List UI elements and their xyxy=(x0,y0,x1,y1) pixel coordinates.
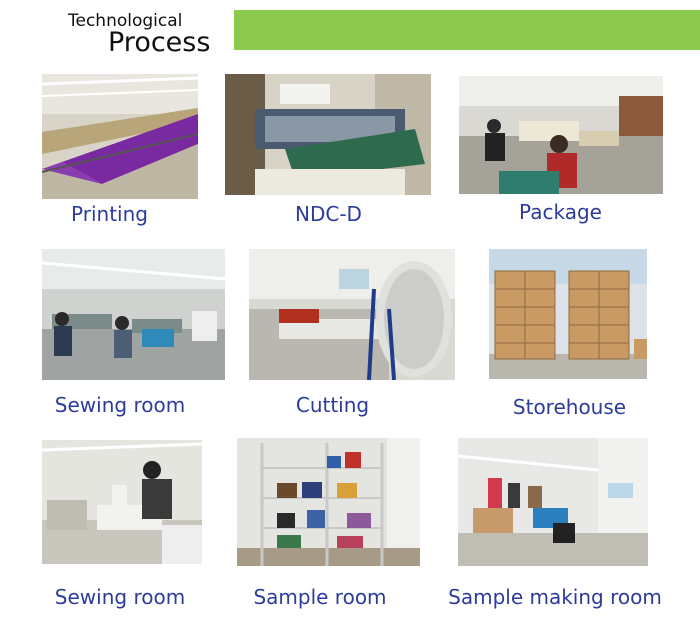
caption-sewing-room-2: Sewing room xyxy=(54,585,186,609)
photo-printing xyxy=(42,74,198,199)
caption-printing: Printing xyxy=(71,202,148,226)
photo-storehouse xyxy=(489,249,647,379)
caption-package: Package xyxy=(519,200,602,224)
photo-ndc-d xyxy=(225,74,431,195)
photo-sewing-room-2 xyxy=(42,440,202,564)
caption-storehouse: Storehouse xyxy=(512,395,627,419)
header-accent-bar xyxy=(234,10,700,50)
photo-package xyxy=(459,76,663,194)
photo-cutting xyxy=(249,249,455,380)
caption-sample-making-room: Sample making room xyxy=(448,585,662,609)
caption-sample-room: Sample room xyxy=(253,585,387,609)
photo-sample-room xyxy=(237,438,420,566)
caption-cutting: Cutting xyxy=(295,393,370,417)
caption-ndc-d: NDC-D xyxy=(295,202,362,226)
title-technological: Technological xyxy=(68,11,183,31)
photo-sample-making-room xyxy=(458,438,648,566)
title-process: Process xyxy=(108,27,211,58)
caption-sewing-room-1: Sewing room xyxy=(54,393,186,417)
photo-sewing-room-1 xyxy=(42,249,225,380)
